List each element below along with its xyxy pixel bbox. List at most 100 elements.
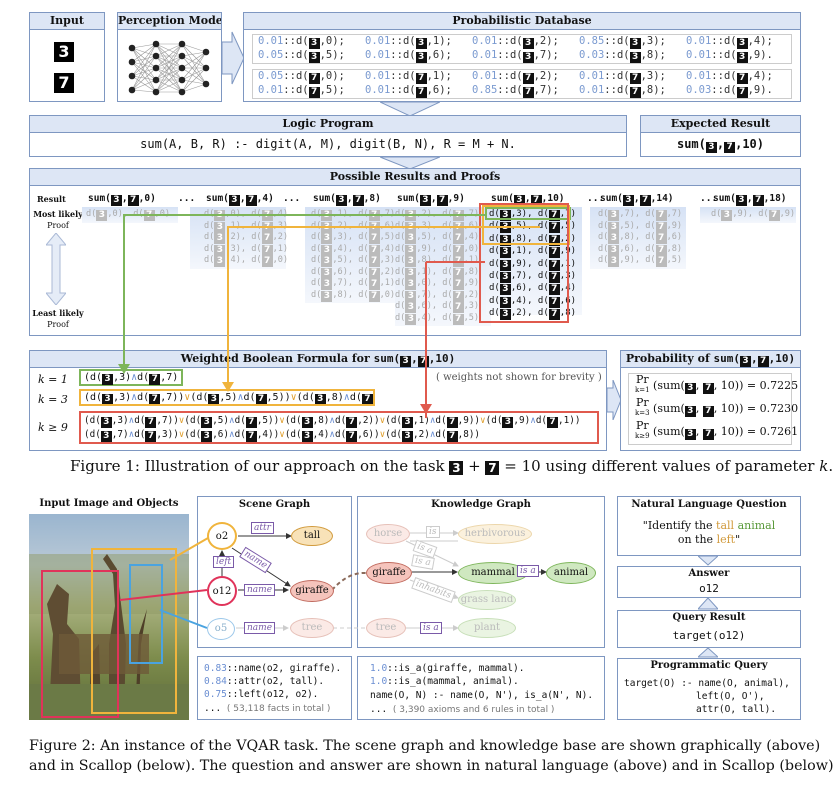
bbox-o12 — [41, 570, 119, 718]
result-header: ... — [178, 193, 196, 204]
db-fact: 0.01::d(3,9). — [686, 49, 773, 63]
node-plant: plant — [458, 618, 516, 638]
perception-panel: Perception Model — [117, 12, 222, 102]
figure1-caption: Figure 1: Illustration of our approach o… — [70, 457, 834, 475]
arrow-question-answer — [698, 556, 718, 566]
node-grassland: grass land — [458, 590, 516, 610]
kg-fact: 1.0::is_a(mammal, animal). — [370, 676, 519, 687]
edge-is-a-3: is a — [517, 565, 539, 577]
qresult-value: target(o12) — [672, 629, 746, 642]
input-title: Input — [30, 13, 104, 30]
scene-graph-title: Scene Graph — [238, 499, 311, 510]
scene-fact: 0.84::attr(o2, tall). — [204, 676, 325, 687]
proof-highlight-box — [485, 207, 571, 220]
node-giraffe-sg: giraffe — [290, 580, 334, 602]
db-fact: 0.03::d(3,8); — [579, 49, 666, 63]
arrow-wbf-prob — [607, 380, 621, 420]
db-fact: 0.01::d(3,6); — [365, 49, 452, 63]
logic-title: Logic Program — [30, 116, 626, 133]
input-image-title: Input Image and Objects — [39, 498, 179, 509]
pq-line-1: target(O) :- name(O, animal), — [624, 678, 790, 689]
db-fact: 0.01::d(7,6); — [365, 84, 452, 98]
db-title: Probabilistic Database — [244, 13, 800, 30]
answer-title: Answer — [688, 568, 730, 579]
result-header: sum(3,7,8) — [313, 193, 381, 206]
bbox-o2 — [91, 548, 177, 714]
query-result-panel: Query Result target(o12) — [617, 610, 801, 648]
proof-entry: d(3,8), d(7,6) — [598, 232, 683, 244]
k9-label: k ≥ 9 — [38, 421, 68, 434]
digit-seven-image: 7 — [54, 73, 74, 93]
arrow-logic-results — [380, 157, 440, 170]
edge-name-3: name — [244, 622, 276, 634]
question-panel: Natural Language Question "Identify the … — [617, 496, 801, 556]
bbox-o5 — [129, 564, 163, 664]
likelihood-arrow — [46, 233, 66, 305]
figure2-caption-2: and in Scallop (below). The question and… — [29, 758, 834, 774]
db-fact: 0.85::d(3,3); — [579, 35, 666, 49]
expected-result: sum(3,7,10) — [676, 137, 765, 153]
db-fact: 0.01::d(3,2); — [472, 35, 559, 49]
results-title: Possible Results and Proofs — [30, 169, 800, 186]
scene-fact: 0.83::name(o2, giraffe). — [204, 663, 342, 674]
giraffe-photo — [29, 514, 189, 720]
edge-attr: attr — [251, 522, 274, 534]
result-header: ... — [700, 193, 718, 204]
perception-title: Perception Model — [118, 13, 221, 30]
k1-label: k = 1 — [38, 373, 68, 386]
node-giraffe-kg: giraffe — [366, 562, 412, 584]
qresult-title: Query Result — [672, 612, 746, 623]
figure2-caption-1: Figure 2: An instance of the VQAR task. … — [29, 738, 821, 754]
input-panel: Input 3 7 — [29, 12, 105, 102]
node-o2: o2 — [207, 522, 237, 550]
knowledge-graph-title: Knowledge Graph — [431, 499, 531, 510]
kg-facts-more: ... ( 3,390 axioms and 6 rules in total … — [370, 704, 555, 715]
proof-entry: d(3,9), d(7,9) — [711, 209, 796, 221]
arrow-query-result — [698, 648, 718, 658]
db-group-seven — [252, 69, 792, 99]
db-fact: 0.01::d(3,1); — [365, 35, 452, 49]
pq-title: Programmatic Query — [650, 660, 768, 671]
node-horse: horse — [366, 524, 410, 544]
pq-line-2: left(O, O'), — [696, 691, 765, 702]
db-fact: 0.01::d(7,8); — [579, 84, 666, 98]
arrow-db-logic — [380, 102, 440, 117]
edge-is-a-4: is a — [420, 622, 442, 634]
db-fact: 0.01::d(7,5); — [258, 84, 345, 98]
edge-left: left — [213, 556, 235, 568]
probabilistic-database-panel: Probabilistic Database 0.01::d(3,0);0.01… — [243, 12, 801, 102]
scene-fact: 0.75::left(o12, o2). — [204, 689, 319, 700]
node-herbivorous: herbivorous — [458, 524, 532, 544]
proof-entry: d(3,7), d(7,7) — [598, 209, 683, 221]
db-fact: 0.05::d(3,5); — [258, 49, 345, 63]
answer-panel: Answer o12 — [617, 566, 801, 598]
kg-rule: name(O, N) :- name(O, N'), is_a(N', N). — [370, 690, 594, 701]
result-header: ... — [587, 193, 605, 204]
result-header: sum(3,7,4) — [206, 193, 274, 206]
node-tall: tall — [291, 526, 333, 546]
db-fact: 0.01::d(3,0); — [258, 35, 345, 49]
result-header: sum(3,7,0) — [88, 193, 156, 206]
neural-network-icon — [128, 40, 210, 96]
node-o5: o5 — [207, 618, 235, 640]
db-fact: 0.05::d(7,0); — [258, 70, 345, 84]
node-tree-sg: tree — [290, 618, 334, 638]
proof-entry: d(3,6), d(7,8) — [598, 243, 683, 256]
scene-facts-more: ... ( 53,118 facts in total ) — [204, 703, 331, 714]
logic-program-panel: Logic Program sum(A, B, R) :- digit(A, M… — [29, 115, 627, 157]
db-fact: 0.85::d(7,7); — [472, 84, 559, 98]
result-header: sum(3,7,14) — [600, 193, 674, 206]
result-header: sum(3,7,18) — [713, 193, 787, 206]
prob-box — [628, 373, 792, 445]
answer-value: o12 — [699, 582, 719, 595]
result-header: sum(3,7,10) — [491, 193, 565, 206]
arrow-answer-query — [698, 598, 718, 610]
programmatic-query-panel: Programmatic Query target(O) :- name(O, … — [617, 658, 801, 720]
scene-facts-panel: ... ( 53,118 facts in total ) 0.83::name… — [197, 656, 352, 720]
